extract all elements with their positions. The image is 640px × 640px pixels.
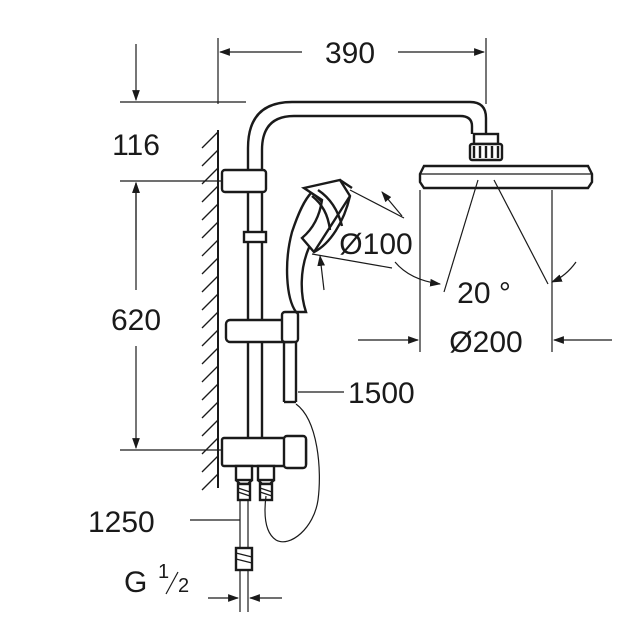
head-shower (418, 132, 594, 190)
wall-hatching (201, 130, 219, 491)
label-diameter-200: Ø200 (449, 326, 522, 359)
dimension-inlet-1250: 1250 (88, 506, 240, 539)
dimension-head-diameter: Ø200 (358, 190, 612, 359)
inlet-connectors (234, 464, 276, 502)
hand-shower-hose-stub (282, 342, 298, 404)
label-620: 620 (111, 304, 161, 337)
upper-wall-bracket (220, 168, 268, 194)
label-inlet-1250: 1250 (88, 506, 155, 539)
thermostat-mixer-body (220, 434, 308, 470)
label-thread-numerator: 1 (158, 561, 169, 583)
hand-shower (285, 178, 353, 314)
label-diameter-100: Ø100 (339, 228, 412, 261)
dimension-rail-620: 620 (111, 181, 222, 451)
label-tilt-20: 20 ° (457, 277, 511, 310)
dimension-width-390: 390 (217, 37, 487, 104)
label-thread-denominator: 2 (178, 575, 189, 597)
label-390: 390 (325, 37, 375, 70)
supply-pipe (234, 500, 254, 612)
flexible-hose-loop (264, 403, 320, 543)
column-joint (242, 230, 268, 244)
dimension-tilt-angle: 20 ° (394, 179, 577, 310)
shower-column (246, 100, 488, 440)
hand-shower-holder (224, 310, 300, 344)
label-thread-g: G (124, 566, 147, 599)
dimension-height-116: 116 (112, 44, 246, 240)
dimension-thread-g-half: G 1 2 (124, 561, 282, 602)
label-hose-1500: 1500 (348, 377, 415, 410)
dimension-hand-diameter: Ø100 (311, 189, 413, 291)
dimension-hose-1500: 1500 (298, 377, 415, 410)
label-116: 116 (112, 129, 160, 162)
